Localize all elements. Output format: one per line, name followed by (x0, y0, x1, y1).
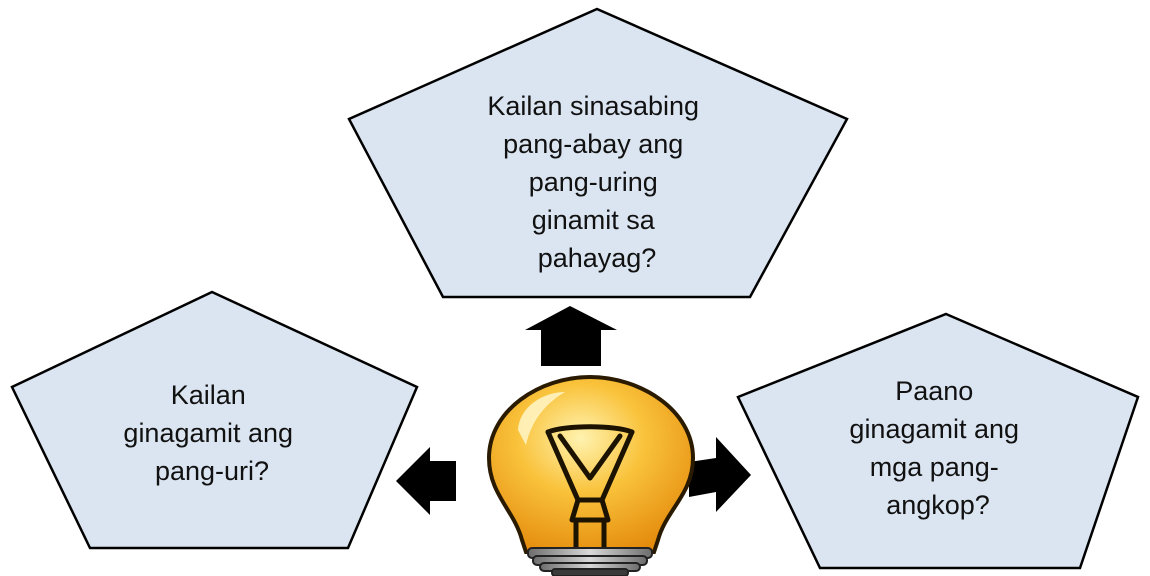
bulb-glass (486, 374, 696, 554)
pentagon-top-line-4: ginamit sa (532, 205, 656, 235)
pentagon-top-shape (347, 7, 849, 299)
pentagon-top-line-3: pang-uring (529, 167, 658, 197)
pentagon-top-text: Kailan sinasabing pang-abay ang pang-uri… (487, 91, 706, 273)
bulb-highlight (518, 392, 565, 445)
pentagon-right-shape (736, 312, 1140, 570)
pentagon-top-line-1: Kailan sinasabing (487, 91, 699, 121)
pentagon-right-line-2: ginagamit ang (849, 414, 1019, 444)
pentagon-left: Kailan ginagamit ang pang-uri? (10, 290, 419, 550)
pentagon-right-line-3: mga pang- (870, 452, 999, 482)
pentagon-top-line-2: pang-abay ang (503, 129, 683, 159)
pentagon-left-text: Kailan ginagamit ang pang-uri? (123, 380, 300, 486)
pentagon-left-line-1: Kailan (171, 380, 246, 410)
arrow-left-icon (396, 447, 456, 515)
pentagon-left-line-2: ginagamit ang (123, 418, 293, 448)
bulb-filament (545, 424, 635, 551)
pentagon-right-text: Paano ginagamit ang mga pang- angkop? (849, 376, 1026, 520)
pentagon-right-line-1: Paano (895, 376, 973, 406)
pentagon-right: Paano ginagamit ang mga pang- angkop? (736, 312, 1140, 570)
pentagon-top-line-5: pahayag? (538, 243, 657, 273)
pentagon-left-line-3: pang-uri? (155, 456, 269, 486)
bulb-base (527, 547, 653, 576)
pentagon-left-shape (10, 290, 419, 550)
light-bulb-icon (486, 374, 696, 576)
pentagon-right-line-4: angkop? (886, 490, 990, 520)
pentagon-top: Kailan sinasabing pang-abay ang pang-uri… (347, 7, 849, 299)
arrow-right-icon (689, 437, 751, 512)
arrow-up-icon (525, 306, 617, 366)
